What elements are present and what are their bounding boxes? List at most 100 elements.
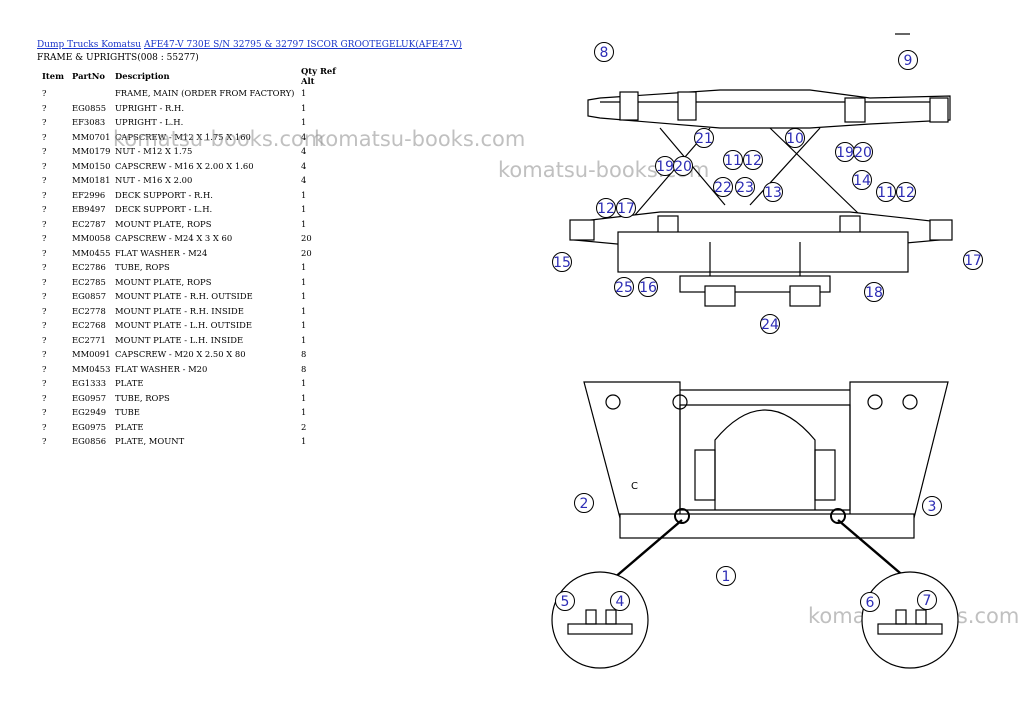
cell-qty: 2: [301, 421, 307, 432]
callout-circle: [763, 182, 783, 202]
callout-circle: [876, 182, 896, 202]
cell-part-no: EC2768: [72, 320, 106, 331]
cell-part-no: EC2771: [72, 334, 106, 345]
frame-label: C: [631, 481, 638, 492]
cell-qty: 4: [301, 146, 307, 157]
cell-item: ?: [42, 175, 47, 186]
cell-qty: 1: [301, 117, 307, 128]
callout-circle: [785, 128, 805, 148]
callout-circle: [616, 198, 636, 218]
cell-item: ?: [42, 218, 47, 229]
callout-circle: [610, 591, 630, 611]
cell-part-no: EG0856: [72, 436, 107, 447]
cell-description: CAPSCREW - M20 X 2.50 X 80: [115, 349, 246, 360]
callout-circle: [596, 198, 616, 218]
callout-number: 21: [695, 131, 713, 147]
cell-qty: 1: [301, 378, 307, 389]
cell-description: MOUNT PLATE, ROPS: [115, 276, 212, 287]
cell-description: MOUNT PLATE - R.H. INSIDE: [115, 305, 244, 316]
cell-description: TUBE, ROPS: [115, 392, 170, 403]
header-description: Description: [115, 71, 170, 81]
cell-qty: 1: [301, 407, 307, 418]
cell-description: CAPSCREW - M24 X 3 X 60: [115, 233, 233, 244]
header-item: Item: [42, 71, 64, 81]
callout-circle: [922, 496, 942, 516]
cell-qty: 1: [301, 392, 307, 403]
cell-part-no: EC2787: [72, 218, 106, 229]
cell-item: ?: [42, 407, 47, 418]
callout-number: 10: [786, 131, 804, 147]
cell-description: TUBE: [115, 407, 140, 418]
cell-item: ?: [42, 189, 47, 200]
watermark: komatsu-books.com: [314, 127, 526, 151]
callout-circle: [963, 250, 983, 270]
cell-description: FLAT WASHER - M20: [115, 363, 208, 374]
cell-item: ?: [42, 204, 47, 215]
callout-circle: [917, 590, 937, 610]
cell-qty: 1: [301, 88, 307, 99]
cell-item: ?: [42, 88, 47, 99]
cell-part-no: EG1333: [72, 378, 107, 389]
table-row: ?FRAME, MAIN (ORDER FROM FACTORY)1: [37, 86, 349, 101]
cell-qty: 4: [301, 160, 307, 171]
cell-part-no: EC2778: [72, 305, 106, 316]
cell-item: ?: [42, 131, 47, 142]
cell-description: MOUNT PLATE - L.H. OUTSIDE: [115, 320, 252, 331]
callout-number: 11: [877, 185, 895, 201]
cell-qty: 1: [301, 189, 307, 200]
cell-item: ?: [42, 160, 47, 171]
cell-description: TUBE, ROPS: [115, 262, 170, 273]
callout-number: 17: [964, 253, 982, 269]
cell-item: ?: [42, 320, 47, 331]
callout-number: 20: [854, 145, 872, 161]
cell-qty: 1: [301, 204, 307, 215]
callout-number: 18: [865, 285, 883, 301]
callout-number: 4: [616, 594, 625, 610]
callout-number: 15: [553, 255, 571, 271]
callout-circle: [760, 314, 780, 334]
callout-number: 6: [866, 595, 875, 611]
cell-description: DECK SUPPORT - L.H.: [115, 204, 213, 215]
callout-circle: [638, 277, 658, 297]
callout-circle: [860, 592, 880, 612]
cell-item: ?: [42, 262, 47, 273]
cell-qty: 8: [301, 349, 307, 360]
cell-part-no: EG0975: [72, 421, 107, 432]
callout-number: 3: [928, 499, 937, 515]
cell-part-no: EF2996: [72, 189, 106, 200]
cell-part-no: EC2786: [72, 262, 106, 273]
watermark: komatsu-books.com: [113, 127, 325, 151]
callout-circle: [743, 150, 763, 170]
cell-part-no: [72, 86, 115, 101]
callout-number: 25: [615, 280, 633, 296]
cell-item: ?: [42, 233, 47, 244]
callout-number: 22: [714, 180, 732, 196]
breadcrumb-link-model[interactable]: AFE47-V 730E S/N 32795 & 32797 ISCOR GRO…: [143, 40, 463, 50]
cell-item: ?: [42, 102, 47, 113]
callout-number: 23: [736, 180, 754, 196]
cell-description: NUT - M16 X 2.00: [115, 175, 193, 186]
cell-item: ?: [42, 392, 47, 403]
cell-part-no: MM0453: [72, 363, 111, 374]
callout-circle: [898, 50, 918, 70]
cell-item: ?: [42, 305, 47, 316]
callout-circle: [594, 42, 614, 62]
cell-description: NUT - M12 X 1.75: [115, 146, 193, 157]
cell-description: PLATE: [115, 378, 144, 389]
cell-qty: 20: [301, 247, 312, 258]
breadcrumb-link-dump-trucks[interactable]: Dump Trucks Komatsu: [37, 40, 142, 50]
cell-description: FLAT WASHER - M24: [115, 247, 208, 258]
callout-number: 2: [580, 496, 589, 512]
